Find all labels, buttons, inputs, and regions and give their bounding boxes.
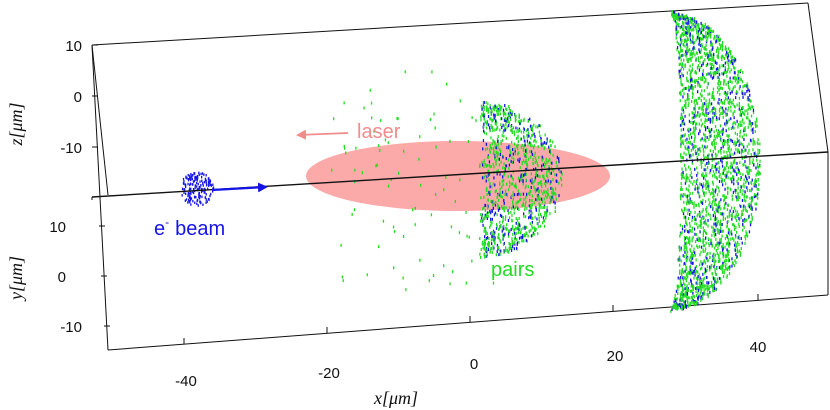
box-edge — [107, 294, 829, 351]
y-tick-label: 10 — [49, 219, 66, 236]
y-axis: 10 0 -10 y[μm] — [6, 219, 110, 336]
x-tick-label: -20 — [318, 365, 340, 382]
y-tick-label: -10 — [60, 319, 82, 336]
z-axis-label: z[μm] — [6, 102, 26, 146]
pairs-label: pairs — [491, 259, 534, 281]
electron-beam-bunch — [181, 171, 215, 207]
x-axis: -40 -20 0 20 40 x[μm] — [175, 294, 766, 408]
x-tick-label: 0 — [470, 356, 478, 373]
laser-arrow — [296, 129, 349, 140]
z-axis: 10 0 -10 z[μm] — [6, 38, 98, 157]
x-tick-label: 40 — [750, 339, 767, 356]
z-tick-label: 10 — [65, 38, 82, 55]
laser-pulse — [306, 141, 610, 211]
beam-label: e-beam — [154, 215, 225, 240]
box-edge — [91, 2, 809, 46]
pair-cloud-near — [331, 70, 563, 292]
z-tick-label: -10 — [60, 140, 82, 157]
y-axis-label: y[μm] — [6, 256, 26, 302]
pair-cloud-far — [670, 10, 761, 313]
x-tick-label: -40 — [175, 373, 197, 390]
z-tick-label: 0 — [74, 89, 82, 106]
laser-label: laser — [357, 121, 401, 143]
box-edge — [807, 2, 829, 153]
box-edge — [91, 44, 109, 196]
x-axis-label: x[μm] — [373, 388, 418, 408]
x-tick-label: 20 — [607, 348, 624, 365]
beam-arrow — [211, 182, 268, 193]
y-tick-label: 0 — [58, 269, 66, 286]
